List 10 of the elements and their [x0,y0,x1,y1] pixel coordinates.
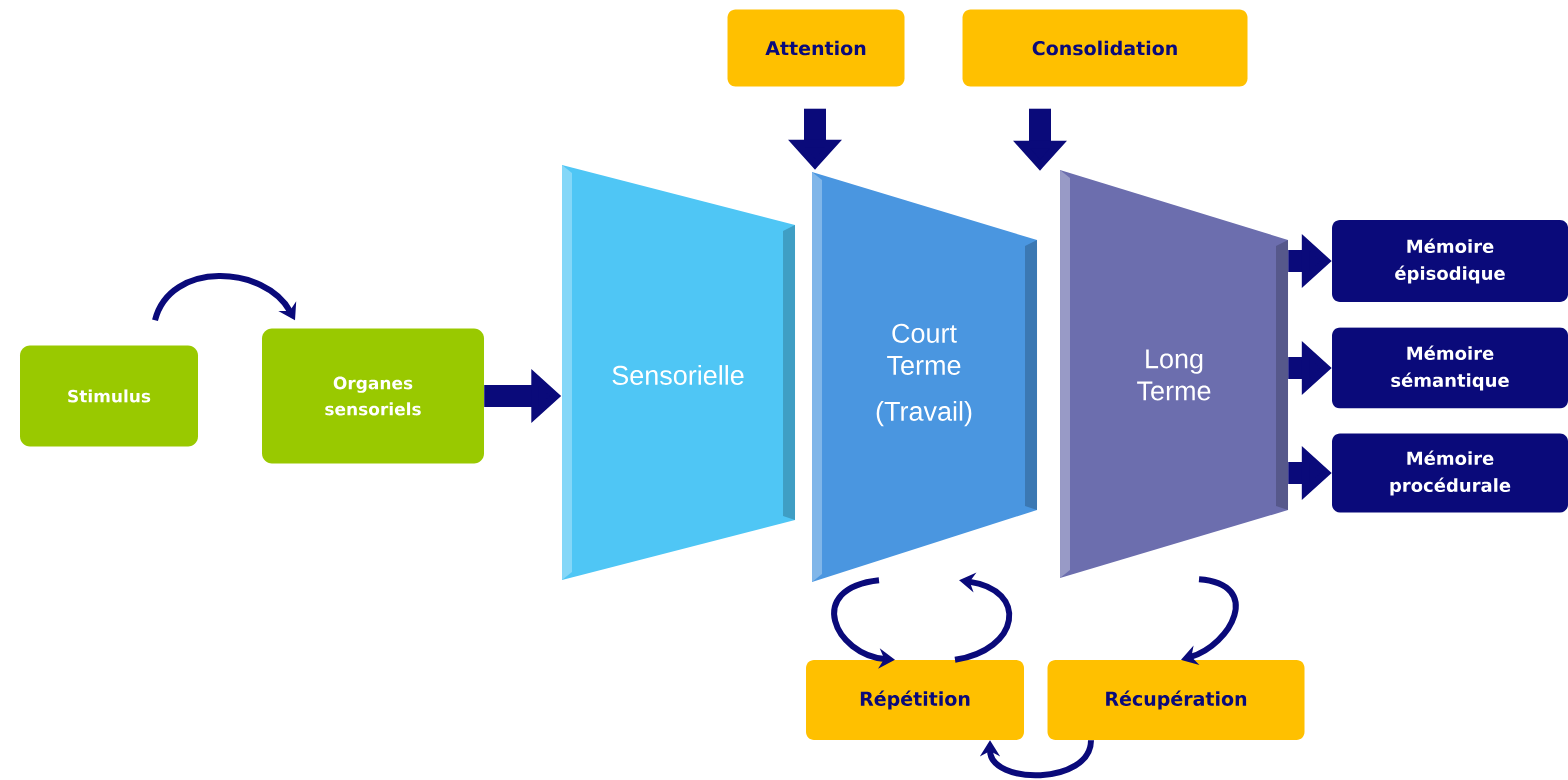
label-box: Répétition [806,660,1024,740]
memory-box: Mémoire épisodique [1332,220,1568,302]
memory-box: Mémoire procédurale [1332,433,1568,513]
label-box: Récupération [1047,660,1305,740]
process-box: Organes sensoriels [262,328,484,464]
memory-box: Mémoire sémantique [1332,327,1568,409]
curved-arrow [152,273,297,322]
label-box: Consolidation [962,9,1248,87]
label-box: Attention [727,9,905,87]
process-box: Stimulus [20,345,198,447]
